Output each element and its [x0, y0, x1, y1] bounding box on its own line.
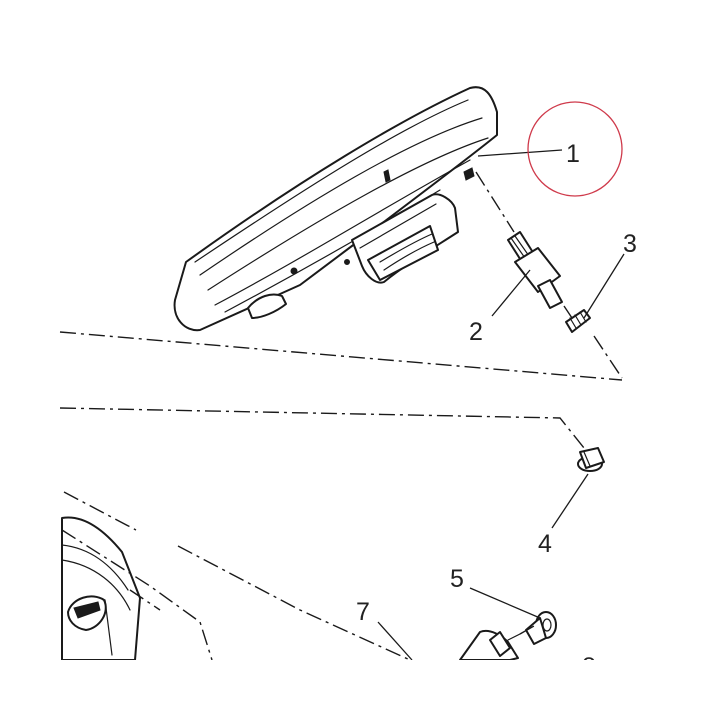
- callout-highlight-circle: [527, 101, 623, 197]
- callout-4[interactable]: 4: [538, 530, 552, 558]
- instrument-panel-part[interactable]: [173, 86, 498, 332]
- callout-5[interactable]: 5: [450, 565, 464, 593]
- assembly-center-lines: [59, 171, 623, 661]
- spacer-stud-part[interactable]: [507, 231, 563, 309]
- screw-part[interactable]: [525, 611, 557, 645]
- callout-3[interactable]: 3: [623, 230, 637, 258]
- callout-7[interactable]: 7: [356, 598, 370, 626]
- callout-2[interactable]: 2: [469, 318, 483, 346]
- callout-1[interactable]: 1: [566, 140, 580, 168]
- flange-nut-part[interactable]: [577, 447, 605, 472]
- spring-screw-part[interactable]: [565, 309, 591, 333]
- leader-lines: [377, 149, 625, 661]
- fairing-fragment[interactable]: [61, 516, 141, 661]
- bracket-part-bottom[interactable]: [459, 630, 521, 661]
- bottom-crop-mask: [0, 660, 720, 720]
